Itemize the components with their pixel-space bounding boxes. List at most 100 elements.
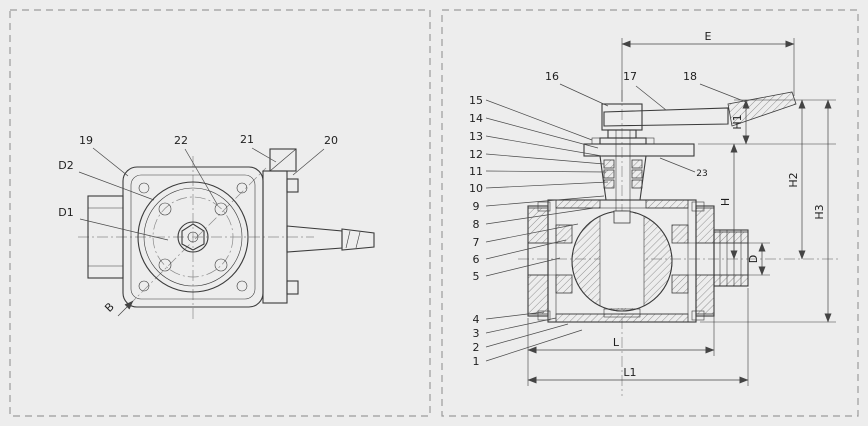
callout-13: 13: [469, 130, 483, 143]
dim-label-d: D: [747, 255, 760, 263]
stem-center-hole: [187, 231, 199, 243]
ball-stem-slot: [613, 210, 631, 224]
dim-label-d2: D2: [58, 159, 73, 172]
flange-corner-holes: [138, 182, 248, 292]
ball-bore-clear: [600, 214, 644, 308]
seat-rings: [555, 224, 689, 294]
leader-7: [485, 223, 579, 243]
dim-label-l: L: [613, 336, 620, 349]
leader-4: [485, 311, 545, 320]
leader-3: [485, 317, 557, 334]
callout-10: 10: [469, 182, 483, 195]
handle-stop-bracket: [269, 148, 297, 172]
ball-support: [603, 308, 641, 318]
dim-label-h2: H2: [787, 172, 800, 187]
leader-14: [485, 117, 599, 149]
flange-plate-inner: [130, 174, 256, 300]
leader-2: [485, 323, 569, 348]
dim-line-b: [117, 300, 134, 317]
leader-16: [559, 83, 609, 107]
handle-lever: [603, 107, 729, 127]
leader-15: [485, 99, 593, 141]
leader-23: [659, 157, 696, 173]
dim-label-e: E: [705, 30, 712, 43]
handle-lever-top-view: [286, 225, 343, 253]
leader-9: [485, 195, 605, 207]
left-panel-border: [9, 9, 431, 417]
handle-grip-top-view: [341, 228, 375, 251]
callout-18: 18: [683, 70, 697, 83]
leader-18: [699, 83, 747, 103]
leader-17: [635, 85, 667, 111]
nipple-wall-top: [713, 231, 749, 244]
leader-20: [292, 148, 325, 176]
callout-15: 15: [469, 94, 483, 107]
right-cap-wall-top: [695, 207, 715, 244]
leader-11: [485, 170, 607, 173]
stem-hex-nut: [181, 223, 205, 251]
leader-10: [485, 181, 609, 189]
callout-8: 8: [473, 218, 480, 231]
mounting-pad: [583, 143, 695, 157]
packing-rings: [603, 159, 643, 189]
callout-3: 3: [473, 327, 480, 340]
callout-5: 5: [473, 270, 480, 283]
dim-label-h: H: [719, 198, 732, 206]
pad-bolt-right: [645, 137, 655, 145]
right-panel-border: [441, 9, 859, 417]
bolt-holes: [158, 202, 228, 272]
left-cap-wall-top: [527, 207, 549, 244]
callout-14: 14: [469, 112, 483, 125]
callout-20: 20: [324, 134, 338, 147]
dim-label-h3: H3: [813, 204, 826, 219]
dim-label-h1: H1: [731, 114, 744, 129]
left-view: B 19 22 21 20 D2 D1: [9, 9, 431, 417]
body-inner-circle: [143, 187, 243, 287]
right-view: E H1 H D H2 H3 L L1 16 17 18 23 15 14 13…: [441, 9, 859, 417]
leader-21: [251, 147, 277, 163]
side-bolt-bottom: [286, 280, 299, 295]
left-cap-wall-bottom: [527, 274, 549, 315]
nipple-wall-bottom: [713, 274, 749, 287]
callout-7: 7: [473, 236, 480, 249]
callout-19: 19: [79, 134, 93, 147]
callout-16: 16: [545, 70, 559, 83]
leader-1: [485, 329, 583, 362]
grip-tick-2: [355, 231, 361, 249]
callout-23: 23: [696, 169, 707, 179]
grip-tick-1: [345, 230, 351, 249]
dim-label-b: B: [102, 300, 117, 315]
bolt-circle: [152, 196, 234, 278]
leader-12: [485, 153, 605, 165]
callout-11: 11: [469, 165, 483, 178]
callout-4: 4: [473, 313, 480, 326]
leader-6: [485, 239, 567, 260]
callout-2: 2: [473, 341, 480, 354]
leader-d2: [78, 171, 155, 201]
leader-d1: [79, 218, 169, 241]
right-cap-wall-bottom: [695, 274, 715, 315]
pad-bolt-left: [591, 137, 601, 145]
callout-9: 9: [473, 200, 480, 213]
gland-plate: [599, 137, 647, 145]
body-outer-circle: [137, 181, 249, 293]
callout-6: 6: [473, 253, 480, 266]
extension-lines: [527, 38, 836, 386]
bracket-diagonal-line: [269, 148, 297, 172]
leader-22: [184, 148, 218, 205]
leader-13: [485, 135, 603, 157]
stem-boss-circle: [177, 221, 209, 253]
callout-17: 17: [623, 70, 637, 83]
side-bolt-top: [286, 178, 299, 193]
dim-label-l1: L1: [623, 366, 636, 379]
centerline-diagonal: [127, 167, 267, 307]
pipe-stub: [87, 195, 124, 279]
leader-5: [485, 257, 561, 277]
callout-12: 12: [469, 148, 483, 161]
dim-label-d1: D1: [58, 206, 73, 219]
leader-19: [92, 147, 129, 177]
callout-1: 1: [473, 355, 480, 368]
callout-22: 22: [174, 134, 188, 147]
